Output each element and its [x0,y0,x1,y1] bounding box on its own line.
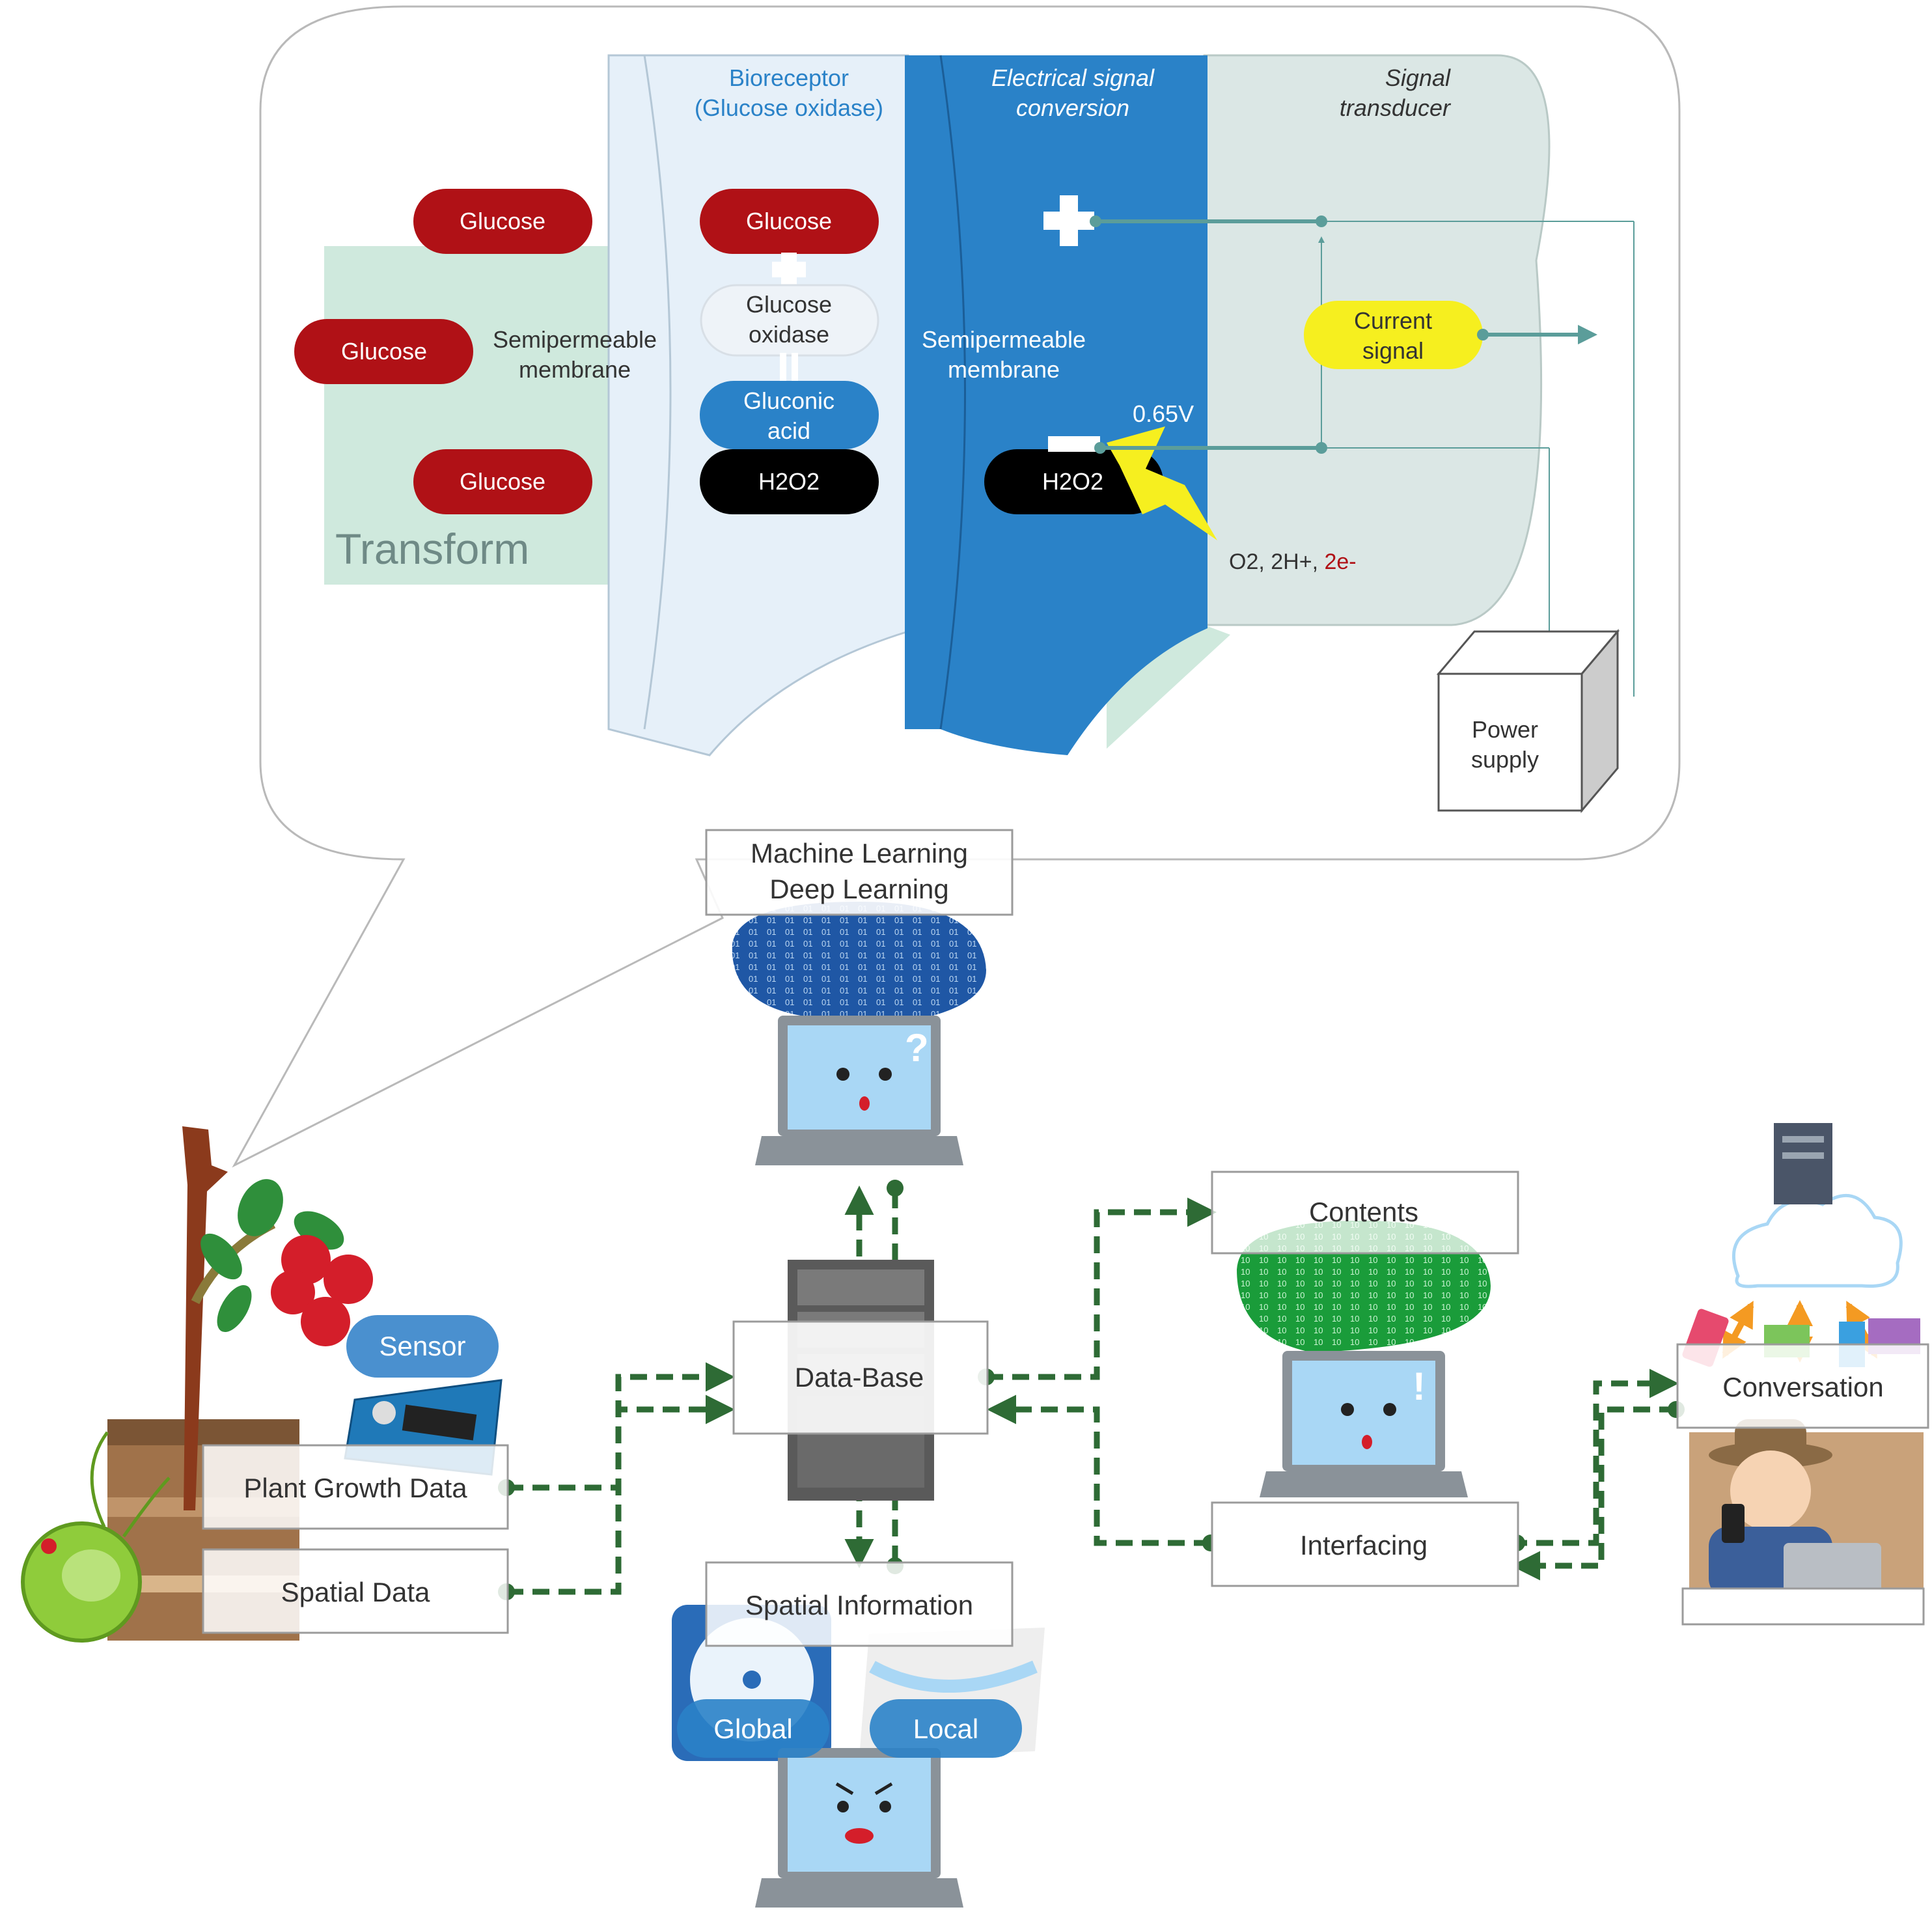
svg-text:Interfacing: Interfacing [1300,1530,1428,1561]
svg-text:Current: Current [1354,307,1432,334]
connector-db-to-contents [986,1197,1217,1380]
svg-text:Deep Learning: Deep Learning [769,874,949,904]
svg-text:oxidase: oxidase [749,321,829,348]
electrical-title: Electrical signal [991,64,1155,91]
terminal-node-negative [1094,442,1106,454]
conversation-label-box: Conversation [1676,1343,1929,1429]
power-supply-box: Power supply [1436,628,1620,814]
bioreceptor-subtitle: (Glucose oxidase) [695,94,883,121]
svg-text:Glucose: Glucose [460,468,545,495]
interfacing-label-box: Interfacing [1211,1501,1519,1587]
plant-growth-data-box: Plant Growth Data [202,1444,509,1530]
junction-node-bottom [1316,442,1327,454]
equals-sign [780,353,798,383]
transducer-wiring [1096,219,1321,450]
transform-tail [1107,625,1230,749]
svg-text:signal: signal [1362,337,1424,364]
electrode-strip [1048,436,1100,452]
svg-text:?: ? [905,1026,929,1070]
electrical-panel-curve [939,55,966,730]
ml-laptop-icon: ? [732,902,986,1165]
svg-text:Machine Learning: Machine Learning [751,838,968,868]
contents-laptop-icon: ! [1237,1221,1491,1497]
svg-text:H2O2: H2O2 [758,468,820,495]
svg-text:Local: Local [913,1714,978,1744]
gluconic-acid-pill: Gluconic acid [700,381,879,449]
h2o2-pill-electrode: H2O2 [984,449,1163,514]
database-label-box: Data-Base [732,1320,989,1435]
svg-text:Glucose: Glucose [460,208,545,234]
current-signal-pill: Current signal [1304,301,1483,369]
voltage-label: 0.65V [1133,400,1194,427]
bioreceptor-panel-curve [643,55,672,730]
svg-text:Sensor: Sensor [379,1331,465,1361]
svg-text:H2O2: H2O2 [1042,468,1103,495]
svg-text:Glucose: Glucose [746,291,832,318]
svg-text:Global: Global [713,1714,792,1744]
bioreceptor-title: Bioreceptor [729,64,849,91]
svg-text:Glucose: Glucose [341,338,427,365]
h2o2-pill-inner: H2O2 [700,449,879,514]
contents-label-box: Contents [1211,1171,1519,1255]
berry-3 [271,1270,315,1314]
membrane-label-inner: Semipermeable [922,326,1086,353]
spatial-data-box: Spatial Data [202,1548,509,1634]
svg-text:Data-Base: Data-Base [795,1362,924,1393]
glucose-oxidase-pill: Glucose oxidase [700,284,879,357]
lightning-bolt-icon [1107,426,1217,540]
glucose-pill-bottom: Glucose [413,449,592,514]
connector-interfacing-to-conv [1510,1368,1679,1546]
ml-label-box: Machine Learning Deep Learning [705,829,1014,916]
glucose-pill-top: Glucose [413,189,592,254]
transducer-subtitle: transducer [1340,94,1452,121]
plus-sign-small [772,253,806,286]
membrane-label-outer-2: membrane [519,356,631,383]
svg-text:Plant Growth Data: Plant Growth Data [243,1473,467,1503]
products-label: O2, 2H+, 2e- [1229,549,1357,574]
transform-label: Transform [335,525,529,573]
electrical-subtitle: conversion [1016,94,1129,121]
tree-trunk [182,1126,228,1510]
svg-text:Glucose: Glucose [746,208,832,234]
berry-2 [324,1255,373,1304]
terminal-node-positive [1090,215,1101,227]
svg-text:Power: Power [1472,716,1538,743]
glucose-pill-inner: Glucose [700,189,879,254]
glucose-pill-middle: Glucose [294,319,473,384]
transform-panel [324,246,611,585]
cloud-server-icon [1732,1123,1903,1288]
farmer-desk [1681,1587,1925,1626]
svg-text:supply: supply [1471,746,1539,773]
svg-text:!: ! [1413,1365,1426,1408]
electrons-label: 2e- [1324,549,1356,574]
berry-4 [301,1297,350,1346]
farmer-icon [1689,1419,1924,1608]
junction-node-top [1316,215,1327,227]
global-badge: Global [677,1699,829,1758]
membrane-label-outer: Semipermeable [493,326,657,353]
connector-spatial-to-db [506,1395,735,1595]
svg-text:Gluconic: Gluconic [743,387,835,414]
positive-terminal-icon [1043,195,1094,246]
svg-text:Spatial Information: Spatial Information [745,1590,973,1620]
spatial-laptop-icon [755,1748,963,1908]
membrane-label-inner-2: membrane [948,356,1060,383]
local-badge: Local [870,1699,1022,1758]
connector-conv-to-interfacing [1511,1406,1676,1581]
connector-interfacing-to-db [987,1395,1211,1546]
svg-text:Contents: Contents [1309,1197,1418,1227]
svg-text:Spatial Data: Spatial Data [281,1577,430,1607]
electrical-panel [905,55,1208,755]
spatial-info-label-box: Spatial Information [705,1561,1014,1647]
sensor-badge: Sensor [346,1315,499,1378]
svg-text:acid: acid [767,417,810,444]
current-output-node [1477,329,1489,340]
svg-text:Conversation: Conversation [1722,1372,1883,1402]
transducer-title: Signal [1385,64,1451,91]
